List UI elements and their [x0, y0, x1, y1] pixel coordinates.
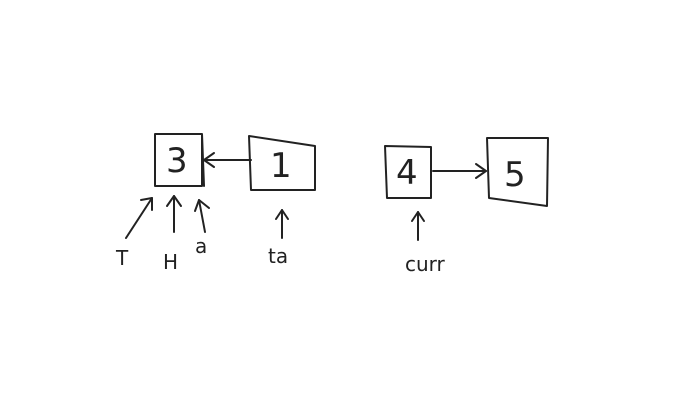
pointer-label-curr: curr [405, 252, 446, 276]
pointer-arrow-a [194, 199, 210, 233]
edge-arrow-1-to-3 [203, 152, 252, 168]
pointer-arrow-curr [411, 211, 425, 241]
pointer-label-ta: ta [268, 244, 288, 268]
pointer-label-a: a [195, 234, 207, 258]
pointer-arrow-H [166, 195, 182, 233]
edge-arrow-4-to-5 [432, 163, 487, 179]
pointer-label-H: H [163, 250, 178, 274]
node-value-5: 5 [504, 155, 526, 195]
node-box-5 [486, 137, 549, 207]
pointer-arrow-ta [275, 209, 289, 239]
node-value-4: 4 [396, 153, 418, 193]
node-box-1 [248, 135, 316, 191]
pointer-arrow-T [125, 197, 153, 239]
node-box-4 [384, 145, 432, 199]
node-value-3: 3 [166, 141, 188, 181]
pointer-label-T: T [115, 246, 129, 270]
node-value-1: 1 [270, 146, 292, 186]
